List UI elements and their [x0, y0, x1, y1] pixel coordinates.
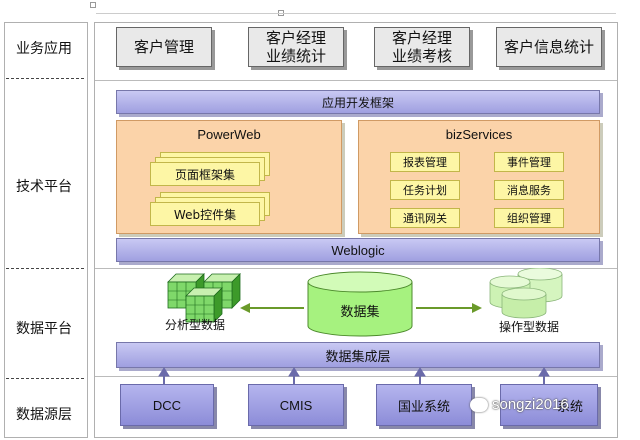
biz-app-customer-mgmt: 客户管理 [116, 27, 212, 67]
service-comm-gateway: 通讯网关 [390, 208, 460, 228]
service-label: 任务计划 [403, 184, 447, 197]
biz-app-label: 客户信息统计 [503, 38, 594, 56]
service-label: 事件管理 [507, 156, 551, 169]
dataset-label: 数据集 [340, 305, 380, 320]
source-label: DCC [152, 397, 182, 413]
operational-data-label: 操作型数据 [498, 320, 559, 334]
biz-app-label: 客户经理 业绩统计 [265, 29, 326, 65]
web-control-set-label: Web控件集 [173, 207, 237, 222]
wechat-icon [470, 397, 488, 412]
section-divider-1 [95, 80, 617, 81]
source-arrows [158, 367, 550, 386]
dataset-cylinder-icon [307, 271, 413, 337]
layer-label-column [4, 22, 88, 438]
watermark-text: songzi2016 [492, 396, 569, 413]
data-integration-bar: 数据集成层 [116, 342, 600, 368]
service-label: 消息服务 [507, 184, 551, 197]
powerweb-title: PowerWeb [197, 127, 261, 142]
web-control-set: Web控件集 [150, 202, 260, 226]
analytic-data-label: 分析型数据 [164, 318, 225, 332]
source-label: 国业系统 [397, 399, 450, 415]
biz-app-performance-eval: 客户经理 业绩考核 [374, 27, 470, 67]
diagram-frame [94, 22, 618, 438]
source-cmis: CMIS [248, 384, 344, 426]
bizservices-title: bizServices [445, 127, 513, 142]
layer-source: 数据源层 [16, 407, 72, 423]
page-frame-set: 页面框架集 [150, 162, 260, 186]
app-framework-bar: 应用开发框架 [116, 90, 600, 114]
operational-cylinders-icon [489, 268, 563, 319]
top-rule [96, 13, 616, 14]
source-label: CMIS [279, 397, 313, 413]
service-label: 报表管理 [403, 156, 447, 169]
layer-divider-2 [6, 268, 84, 269]
watermark: songzi2016 [470, 396, 569, 413]
layer-business: 业务应用 [16, 41, 72, 57]
service-event-mgmt: 事件管理 [494, 152, 564, 172]
source-other-system: 系统 [500, 384, 598, 426]
section-divider-2 [95, 268, 617, 269]
service-label: 组织管理 [507, 212, 551, 225]
page-frame-set-label: 页面框架集 [174, 167, 235, 182]
service-org-mgmt: 组织管理 [494, 208, 564, 228]
biz-app-label: 客户经理 业绩考核 [391, 29, 452, 65]
source-label: 系统 [556, 399, 583, 415]
service-report-mgmt: 报表管理 [390, 152, 460, 172]
biz-app-performance-stats: 客户经理 业绩统计 [248, 27, 344, 67]
layer-divider-3 [6, 378, 84, 379]
flow-arrow-right [416, 303, 482, 313]
weblogic-label: Weblogic [331, 242, 385, 258]
biz-app-customer-info-stats: 客户信息统计 [496, 27, 602, 67]
source-dcc: DCC [120, 384, 214, 426]
layer-tech: 技术平台 [16, 179, 72, 195]
service-message: 消息服务 [494, 180, 564, 200]
data-integration-label: 数据集成层 [325, 349, 391, 365]
section-divider-3 [95, 376, 617, 377]
data-platform-graphics [167, 268, 563, 337]
service-label: 通讯网关 [403, 212, 447, 225]
weblogic-bar: Weblogic [116, 238, 600, 262]
app-framework-label: 应用开发框架 [321, 95, 394, 110]
flow-arrow-left [240, 303, 304, 313]
layer-divider-1 [6, 78, 84, 79]
service-task-plan: 任务计划 [390, 180, 460, 200]
layer-data: 数据平台 [16, 321, 72, 337]
biz-app-label: 客户管理 [133, 38, 194, 56]
selection-handle-left [90, 2, 96, 8]
analytic-cube-icon [167, 273, 241, 323]
source-national-system: 国业系统 [376, 384, 472, 426]
